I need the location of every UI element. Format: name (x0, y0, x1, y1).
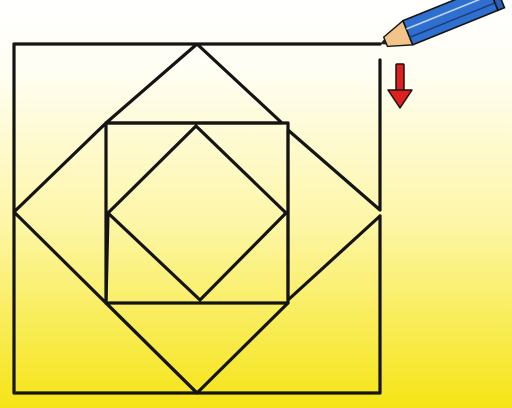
right-notch (288, 60, 380, 300)
line-figure (14, 44, 380, 393)
arrow-down-icon (388, 64, 412, 108)
inner-diamond (108, 126, 286, 300)
outer-frame (14, 44, 380, 393)
pencil-icon (375, 0, 504, 56)
top-triangle (106, 44, 282, 123)
bottom-triangle (106, 303, 288, 393)
inner-square (106, 123, 288, 303)
inner-left-triangle (106, 213, 108, 303)
